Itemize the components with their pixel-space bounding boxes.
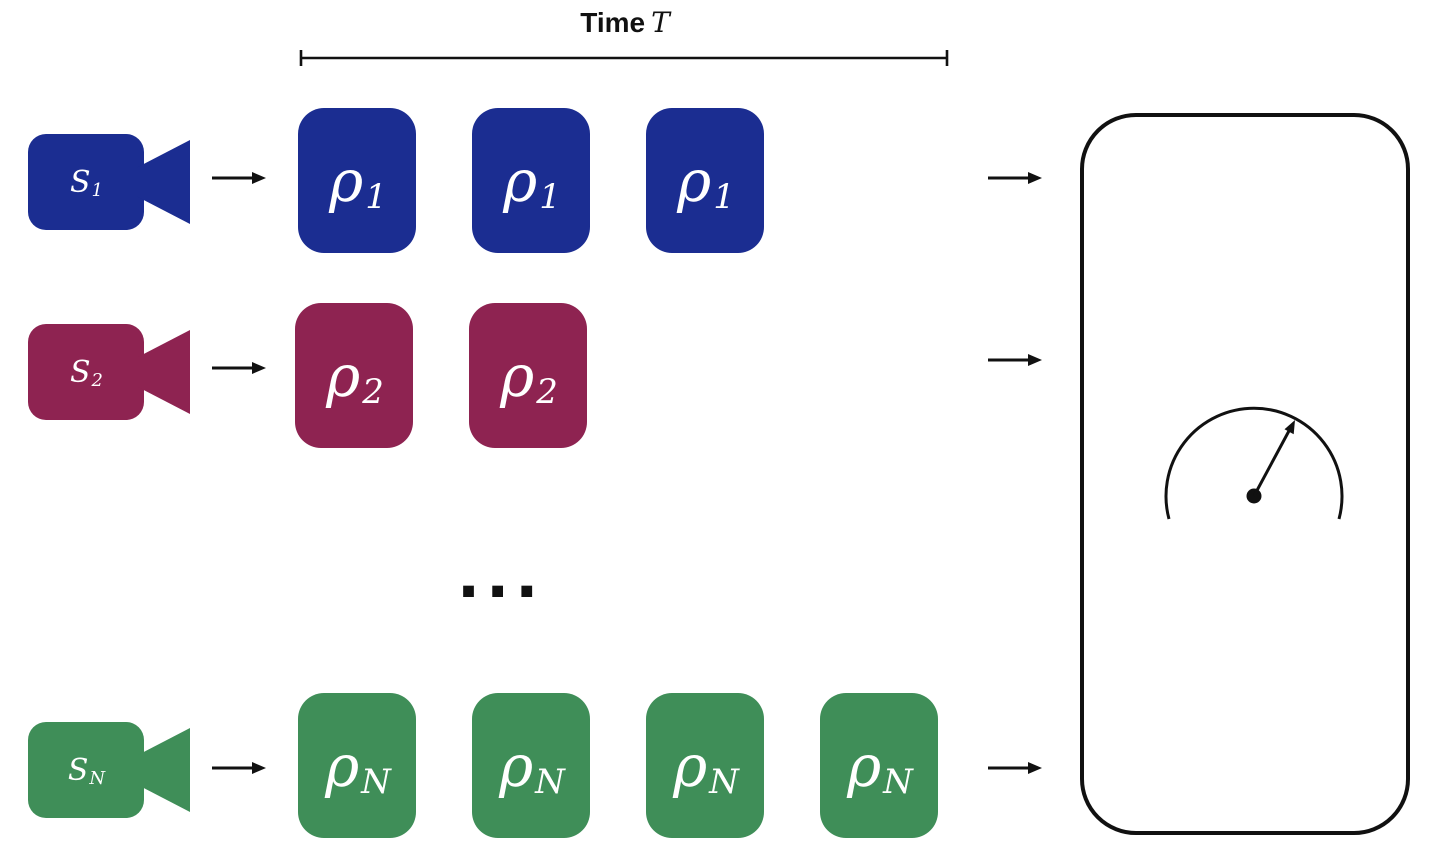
rho-symbol: ρ (326, 341, 361, 410)
rho-subscript: 1 (365, 176, 387, 217)
arrow-right-icon (988, 354, 1042, 366)
rho-symbol: ρ (499, 731, 534, 800)
rho-symbol: ρ (677, 146, 712, 215)
time-bracket (299, 50, 949, 66)
rho-subscript: N (535, 761, 565, 802)
rho-subscript: N (709, 761, 739, 802)
camera-body-icon (28, 134, 190, 230)
source-subscript: 1 (91, 179, 103, 201)
time-word: Time (580, 7, 646, 38)
source-symbol: S (69, 354, 91, 390)
rho-symbol: ρ (325, 731, 360, 800)
rho-symbol: ρ (329, 146, 364, 215)
camera-body-icon (28, 324, 190, 420)
source-subscript: N (89, 767, 106, 789)
arrow-right-icon (988, 172, 1042, 184)
rho-subscript: N (883, 761, 913, 802)
time-variable: T (651, 6, 670, 39)
source-subscript: 2 (91, 369, 103, 391)
arrow-right-icon (212, 172, 266, 184)
rho-subscript: 2 (536, 371, 558, 412)
gauge-icon (1164, 406, 1344, 520)
rho-subscript: 1 (539, 176, 561, 217)
source-symbol: S (69, 164, 91, 200)
rho-subscript: N (361, 761, 391, 802)
arrow-right-icon (212, 362, 266, 374)
rho-symbol: ρ (847, 731, 882, 800)
rho-symbol: ρ (500, 341, 535, 410)
measurement-box (1080, 113, 1410, 835)
source-symbol: S (67, 752, 89, 788)
ellipsis: ... (458, 529, 546, 614)
camera-body-icon (28, 722, 190, 818)
arrow-right-icon (988, 762, 1042, 774)
rho-subscript: 1 (713, 176, 735, 217)
arrow-right-icon (212, 762, 266, 774)
rho-subscript: 2 (362, 371, 384, 412)
rho-symbol: ρ (673, 731, 708, 800)
rho-symbol: ρ (503, 146, 538, 215)
